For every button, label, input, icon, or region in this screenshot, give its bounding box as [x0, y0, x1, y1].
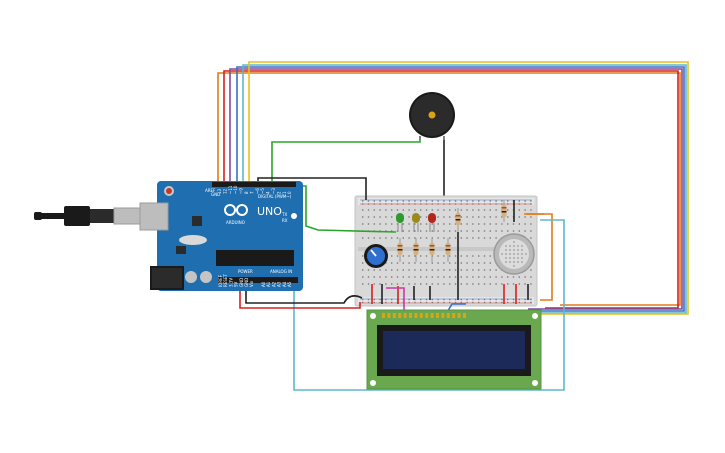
wire-blue-loop[interactable] — [236, 66, 685, 312]
resistors — [397, 200, 507, 262]
buzzer[interactable] — [409, 92, 455, 140]
power-pin-label-1: RESET — [223, 274, 228, 287]
digital-pin-label-3: ~10 — [233, 185, 238, 194]
breadboard-holes — [362, 200, 532, 304]
analog-pin-label-1: A1 — [266, 281, 271, 287]
rx-label: RX — [282, 218, 288, 223]
resistor-1[interactable] — [397, 238, 403, 262]
analog-pin-label-3: A3 — [277, 281, 282, 287]
gnd-label: GND — [211, 192, 220, 197]
aref-label: AREF — [205, 188, 216, 193]
led-green[interactable] — [396, 213, 404, 232]
wire-red-loop[interactable] — [223, 70, 679, 309]
potentiometer[interactable] — [364, 244, 388, 268]
digital-pin-label-4: ~9 — [239, 188, 244, 194]
power-pin-label-5: GND — [244, 278, 249, 287]
resistor-4[interactable] — [445, 238, 451, 262]
resistor-6[interactable] — [501, 200, 507, 222]
power-pin-label-3: 5V — [234, 281, 239, 287]
wire-pink-lcd[interactable] — [386, 287, 405, 316]
digital-pin-label-13: 0 — [287, 191, 292, 194]
arduino-model-label: UNO — [257, 205, 282, 218]
wire-purple-loop[interactable] — [229, 68, 683, 310]
power-pin-label-0: IOREF — [218, 274, 223, 287]
led-yellow[interactable] — [412, 213, 420, 232]
usb-cable[interactable] — [34, 206, 141, 226]
lcd-display[interactable] — [366, 309, 542, 390]
digital-pin-label-0: 13 — [217, 188, 222, 194]
digital-pin-label-12: 1 — [282, 191, 287, 194]
wire-black-gnd-top[interactable] — [257, 177, 367, 200]
wire-black-power[interactable] — [245, 288, 363, 304]
arduino-brand-label: ARDUINO — [226, 220, 245, 225]
lcd-pins — [382, 313, 466, 318]
resistor-5[interactable] — [455, 208, 461, 232]
digital-pin-label-9: 4 — [266, 191, 271, 194]
breadboard-short-wires — [371, 200, 553, 304]
top-loop-wires — [217, 61, 689, 318]
digital-pin-label-11: 2 — [276, 191, 281, 194]
led-group — [396, 213, 436, 232]
wire-orange-bb-2[interactable] — [526, 213, 553, 301]
digital-header-label: DIGITAL (PWM~) — [258, 194, 292, 199]
power-pin-label-2: 3.3V — [228, 278, 233, 287]
analog-pin-label-0: A0 — [261, 281, 266, 287]
digital-pin-label-7: ~6 — [255, 188, 260, 194]
arduino-logo — [224, 204, 248, 216]
power-header-label: POWER — [238, 269, 253, 274]
gas-sensor[interactable] — [493, 233, 535, 275]
digital-pin-label-2: ~11 — [228, 185, 233, 194]
wire-green-buzzer[interactable] — [271, 140, 421, 183]
analog-pin-label-4: A4 — [282, 281, 287, 287]
power-pin-label-6: Vin — [249, 280, 254, 287]
analog-pin-label-2: A2 — [271, 281, 276, 287]
tx-label: TX — [281, 212, 287, 217]
wire-orange-loop[interactable] — [217, 72, 681, 306]
digital-pin-label-6: 7 — [249, 191, 254, 194]
digital-pin-label-10: ~3 — [271, 188, 276, 194]
digital-pin-label-8: ~5 — [260, 188, 265, 194]
led-red[interactable] — [428, 213, 436, 232]
resistor-3[interactable] — [429, 238, 435, 262]
digital-pin-label-5: 8 — [244, 191, 249, 194]
analog-pin-label-5: A5 — [287, 281, 292, 287]
digital-pin-label-1: 12 — [222, 188, 227, 194]
analog-header-label: ANALOG IN — [270, 269, 292, 274]
wire-red-power[interactable] — [239, 288, 361, 309]
power-pin-label-4: GND — [239, 278, 244, 287]
resistor-2[interactable] — [413, 238, 419, 262]
wire-teal-sensor[interactable] — [293, 219, 565, 391]
arduino-uno[interactable]: UNO ARDUINO DIGITAL (PWM~) AREF GND TX R… — [139, 181, 303, 291]
